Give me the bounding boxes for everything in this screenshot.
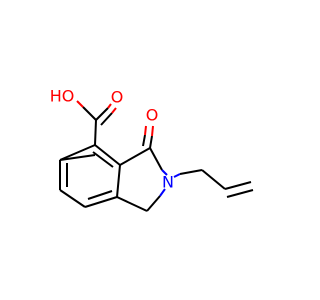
bond-n-c1-hetero — [159, 188, 166, 197]
lactam-ring — [116, 147, 168, 212]
bond-c3a-c3 — [119, 147, 151, 166]
bond-c7a-c7-main — [59, 144, 96, 161]
lactam-carbonyl-oxygen-label: O — [146, 106, 159, 125]
hydroxyl-label: HO — [50, 87, 75, 106]
bond-n-ch2-hetero — [173, 173, 181, 178]
molecule-structure-diagram: HO O O N — [50, 87, 254, 212]
bond-c3-o-double — [142, 134, 146, 147]
bond-c3a-c7a — [94, 144, 121, 166]
bond-ch-ch2-terminal-double — [226, 189, 254, 198]
bond-c3-n-hetero — [161, 169, 168, 176]
bond-cooh-oh-hetero — [76, 100, 84, 108]
benzene-ring — [59, 144, 121, 208]
bond-c4-c3a — [116, 164, 121, 198]
bond-cooh-oh — [82, 106, 97, 121]
bond-c3-o-hetero — [151, 125, 154, 137]
bond-c5-c4 — [84, 196, 118, 208]
allyl-group — [173, 169, 254, 198]
bond-n-ch2 — [179, 169, 203, 175]
bond-c6-c5 — [59, 189, 86, 208]
bond-cooh-o-hetero — [107, 103, 112, 109]
bond-cooh-o — [95, 107, 109, 121]
bond-c3-o — [149, 135, 153, 149]
bond-ch2-ch — [201, 169, 226, 190]
bond-c1-c4 — [116, 196, 148, 212]
bond-c3a-c7a-double — [92, 151, 114, 168]
bond-c3-n — [149, 147, 163, 171]
bond-c3-o-double-hetero — [144, 125, 147, 136]
bond-ch-ch2-terminal — [224, 181, 252, 190]
bond-c7a-c7 — [59, 154, 96, 161]
bond-ring-cooh — [94, 119, 97, 146]
acid-carbonyl-oxygen-label: O — [111, 88, 124, 107]
carboxylic-acid — [76, 100, 117, 146]
bond-cooh-o-double-hetero — [111, 107, 117, 114]
bond-c5-c4-double — [87, 190, 113, 200]
bond-cooh-o-double — [100, 112, 113, 126]
bond-n-c1 — [146, 195, 161, 212]
lactam-carbonyl — [142, 125, 154, 149]
nitrogen-label: N — [162, 173, 174, 192]
